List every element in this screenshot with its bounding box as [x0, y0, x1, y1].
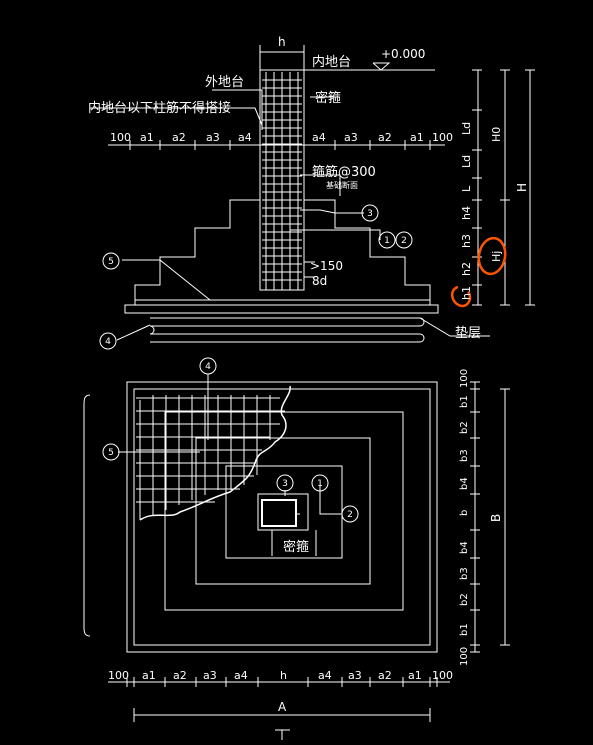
cut-line	[139, 385, 291, 521]
v-dim-3: L	[460, 185, 473, 192]
right-chain-5: 100	[432, 131, 453, 144]
plan-right-dim-8: b3	[459, 567, 470, 580]
dim-Hj: Hj	[490, 251, 503, 262]
plan-bottom-dim-2: a1	[142, 669, 156, 682]
left-chain-3: a2	[172, 131, 186, 144]
dim-h-top: h	[278, 35, 286, 49]
cushion-label: 垫层	[455, 325, 481, 341]
plan-bottom-dim-11: 100	[432, 669, 453, 682]
dense-stirrup-label: 密箍	[315, 90, 341, 106]
bottom-dim-2: 8d	[312, 274, 327, 288]
elevation-label: +0.000	[381, 47, 425, 61]
plan-right-dim-7: b4	[459, 541, 470, 554]
plan-bottom-dim-7: a4	[318, 669, 332, 682]
footing-base	[124, 304, 439, 314]
plan-column	[261, 499, 297, 527]
left-chain-1: 100	[110, 131, 131, 144]
stirrup-spacing-label: 箍筋@300	[312, 164, 376, 180]
section-marker-3: 3	[367, 209, 373, 219]
plan-right-dim-5: b4	[459, 477, 470, 490]
plan-outline	[126, 381, 438, 653]
plan-right-dim-4: b3	[459, 449, 470, 462]
right-chain-1: a4	[312, 131, 326, 144]
plan-right-dim-6: b	[459, 510, 470, 516]
v-dim-7: h1	[460, 286, 473, 300]
plan-right-dim-2: b1	[459, 395, 470, 408]
bottom-rebar	[149, 317, 425, 343]
v-dim-6: h2	[460, 262, 473, 276]
left-chain-2: a1	[140, 131, 154, 144]
left-chain-5: a4	[238, 131, 252, 144]
plan-right-dim-10: b1	[459, 623, 470, 636]
right-chain-2: a3	[344, 131, 358, 144]
bottom-dim-1: >150	[310, 259, 343, 273]
section-marker-1: 1	[384, 236, 390, 246]
v-dim-4: h4	[460, 206, 473, 220]
plan-right-dim-11: 100	[459, 647, 470, 666]
plan-marker-1: 1	[317, 479, 323, 489]
plan-marker-5: 5	[108, 448, 114, 458]
dim-H: H	[515, 183, 529, 192]
plan-marker-3: 3	[282, 479, 288, 489]
plan-bottom-dim-10: a1	[408, 669, 422, 682]
v-dim-1: Ld	[460, 122, 473, 135]
plan-bottom-dim-3: a2	[173, 669, 187, 682]
inner-ground-label: 内地台	[312, 54, 351, 70]
outer-ground-label: 外地台	[205, 75, 244, 90]
right-chain-4: a1	[410, 131, 424, 144]
plan-dim-B: B	[489, 514, 503, 522]
plan-bottom-dim-4: a3	[203, 669, 217, 682]
plan-bottom-dim-5: a4	[234, 669, 248, 682]
plan-bottom-dim-9: a2	[378, 669, 392, 682]
plan-rebar-grid	[136, 395, 285, 520]
section-marker-5: 5	[108, 257, 114, 267]
plan-dim-A: A	[278, 700, 287, 714]
v-dim-5: h3	[460, 234, 473, 248]
left-chain-4: a3	[206, 131, 220, 144]
right-chain-3: a2	[378, 131, 392, 144]
section-marker-2: 2	[401, 236, 407, 246]
plan-right-dim-9: b2	[459, 593, 470, 606]
plan-marker-4: 4	[205, 362, 211, 372]
plan-marker-2: 2	[347, 510, 353, 520]
section-marker-4: 4	[105, 337, 111, 347]
plan-dense-stirrup-label: 密箍	[283, 539, 309, 555]
v-dim-2: Ld	[460, 155, 473, 168]
plan-bottom-dim-6: h	[280, 669, 287, 682]
plan-right-dim-3: b2	[459, 421, 470, 434]
no-splice-note: 内地台以下柱筋不得搭接	[88, 100, 231, 116]
dim-H0: H0	[490, 127, 503, 142]
plan-right-dim-1: 100	[459, 369, 470, 388]
annotation-marks	[450, 236, 507, 308]
column-rebar	[262, 72, 302, 290]
plan-bottom-dim-8: a3	[348, 669, 362, 682]
stirrup-sub-label: 基础断面	[326, 180, 358, 190]
footing-steps	[134, 199, 260, 305]
plan-bottom-dim-1: 100	[108, 669, 129, 682]
